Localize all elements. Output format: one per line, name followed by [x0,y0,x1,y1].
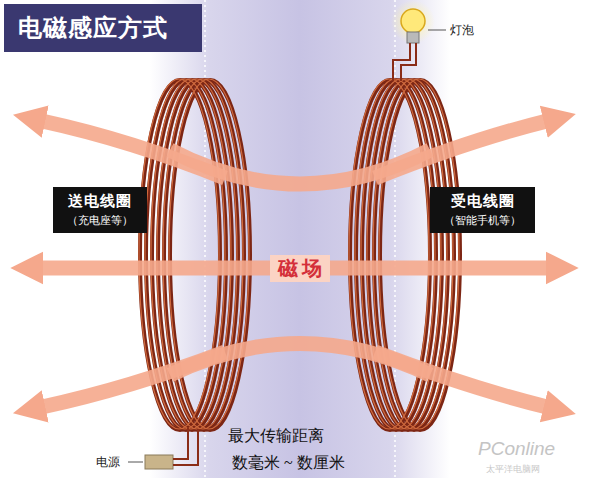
field-band [170,150,430,184]
field-label: 磁场 [270,255,330,282]
leader-line [128,462,143,463]
lamp-wire [401,43,416,81]
title-banner: 电磁感应方式 [4,4,202,52]
power-wire [173,429,198,465]
coil-label-box: 受电线圈 （智能手机等） [430,187,535,233]
coil-example: （智能手机等） [442,213,523,228]
coil-name: 送电线圈 [65,192,135,211]
watermark: PConline [478,438,555,460]
leader-line [428,30,446,31]
power-source [145,455,173,469]
power-label: 电源 [96,454,120,471]
coil-label-box: 送电线圈 （充电座等） [53,187,147,233]
coil-example: （充电座等） [65,213,135,228]
field-background [150,0,450,478]
magnetic-field-arrows [40,121,549,407]
distance-heading: 最大传输距离 [228,426,324,447]
field-band [170,344,430,376]
lamp-label: 灯泡 [450,22,474,39]
watermark: 太平洋电脑网 [486,463,540,476]
distance-value: 数毫米 ~ 数厘米 [232,453,345,474]
lamp-glow [391,0,435,44]
lamp-base [407,32,419,43]
lamp-bulb [401,9,425,33]
power-wire [173,428,188,459]
coil-name: 受电线圈 [442,192,523,211]
